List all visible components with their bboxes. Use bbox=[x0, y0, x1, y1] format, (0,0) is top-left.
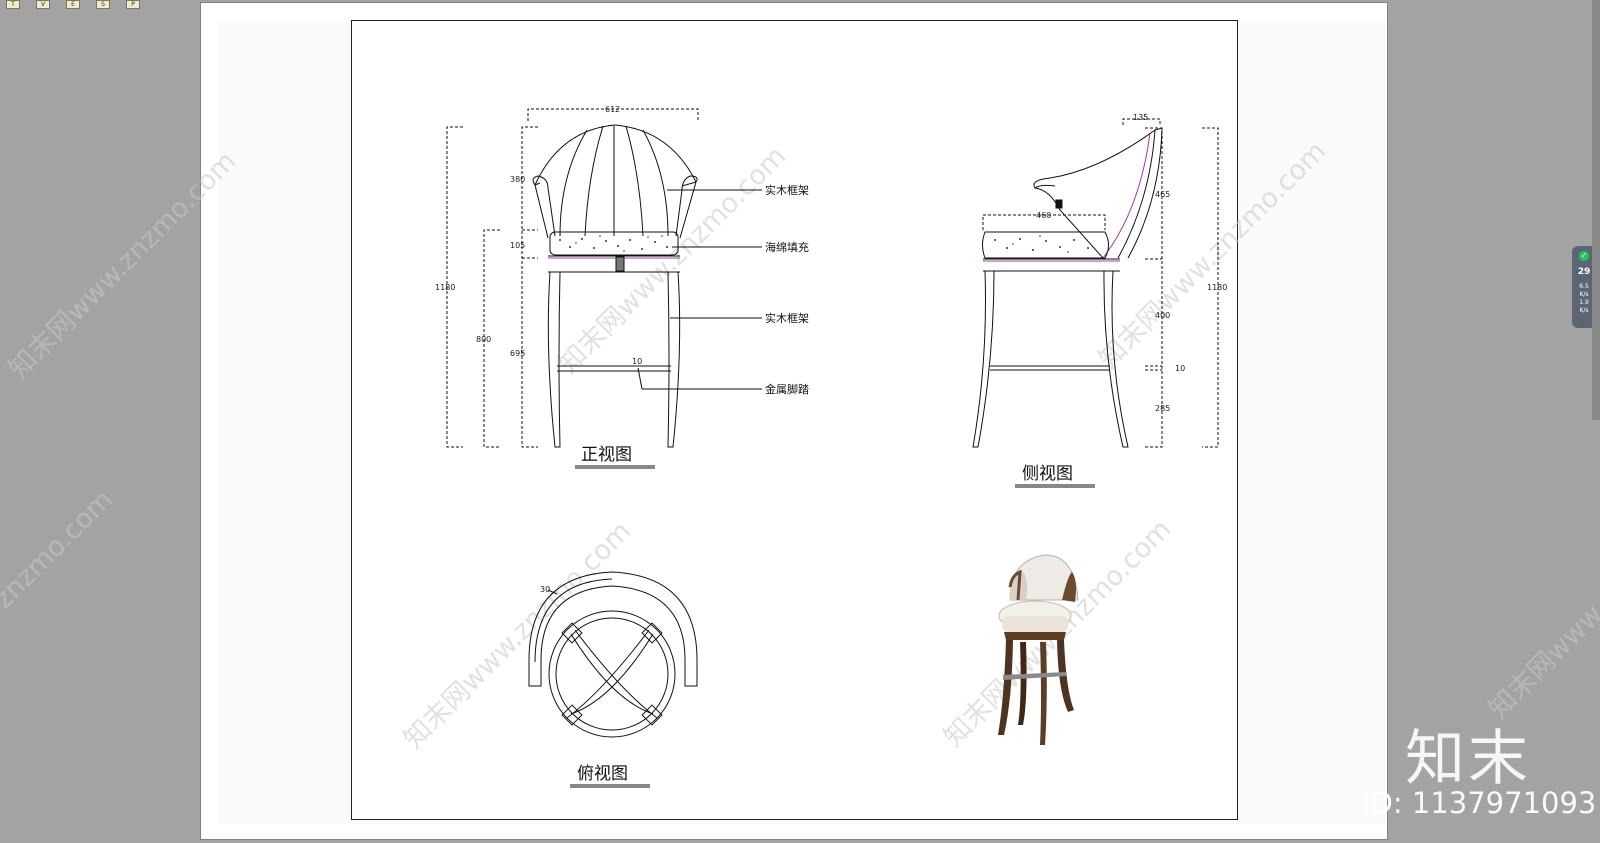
dim-total-side: 1180 bbox=[1207, 283, 1227, 292]
callout-sponge: 海绵填充 bbox=[765, 240, 809, 254]
drawing-sheet bbox=[351, 20, 1238, 820]
tool-button[interactable]: E bbox=[66, 0, 80, 9]
dim-leg: 695 bbox=[510, 349, 525, 358]
dim-bar-side: 10 bbox=[1175, 364, 1185, 373]
foam-texture bbox=[559, 235, 668, 252]
dim-back: 380 bbox=[510, 175, 525, 184]
tool-button[interactable]: S bbox=[96, 0, 110, 9]
front-view-labels: 612 380 105 695 800 1180 10 实木框架 海绵填充 实木… bbox=[435, 105, 809, 465]
top-toolbar: T V E S P bbox=[6, 0, 140, 9]
watermark: 知末网www.znzmo.com bbox=[553, 141, 792, 380]
watermark: 知末网www.znzmo.com bbox=[3, 146, 242, 385]
front-view-title: 正视图 bbox=[581, 445, 632, 465]
upload-speed: 6.5 bbox=[1579, 283, 1589, 290]
dim-bottom-side: 285 bbox=[1155, 404, 1170, 413]
dim-leg-side: 400 bbox=[1155, 311, 1170, 320]
tool-button[interactable]: V bbox=[36, 0, 50, 9]
asset-id: ID: 1137971093 bbox=[1362, 786, 1597, 820]
brand-logo: 知末 bbox=[1405, 724, 1531, 794]
dim-back-side: 465 bbox=[1155, 190, 1170, 199]
side-view bbox=[972, 118, 1219, 488]
callout-frame-upper: 实木框架 bbox=[765, 183, 809, 197]
dim-depth: 460 bbox=[1036, 211, 1051, 220]
speed-unit: K/s bbox=[1579, 291, 1589, 298]
top-view bbox=[528, 571, 698, 788]
watermark: 知末网www.znzmo.com bbox=[398, 516, 637, 755]
widget-value: 29 bbox=[1577, 267, 1591, 277]
vertical-scrollbar[interactable] bbox=[1592, 0, 1600, 420]
check-icon: ✓ bbox=[1579, 251, 1589, 261]
dim-seat-height: 800 bbox=[476, 335, 491, 344]
dim-width: 612 bbox=[605, 105, 620, 114]
top-view-title: 俯视图 bbox=[577, 764, 628, 784]
download-speed: 1.9 bbox=[1579, 299, 1589, 306]
side-view-labels: 135 460 465 400 10 285 1180 侧视图 bbox=[1022, 113, 1227, 484]
chair-render bbox=[998, 554, 1079, 745]
side-view-title: 侧视图 bbox=[1022, 464, 1073, 484]
dim-total: 1180 bbox=[435, 283, 455, 292]
speed-unit: K/s bbox=[1579, 307, 1589, 314]
watermark: 知末网www.znzmo.com bbox=[1483, 486, 1600, 725]
watermarks: 知末网www.znzmo.com 知末网www.znzmo.com 知末网www… bbox=[0, 136, 1600, 755]
tool-button[interactable]: T bbox=[6, 0, 20, 9]
dim-arm: 30 bbox=[540, 585, 550, 594]
foam-texture-side bbox=[994, 235, 1089, 253]
dim-bar: 10 bbox=[632, 357, 642, 366]
dim-seat: 105 bbox=[510, 241, 525, 250]
watermark: znzmo.com bbox=[0, 484, 119, 615]
tool-button[interactable]: P bbox=[126, 0, 140, 9]
dim-top: 135 bbox=[1133, 113, 1148, 122]
top-view-labels: 30 俯视图 bbox=[540, 585, 628, 784]
front-view bbox=[446, 108, 762, 469]
callout-footrest: 金属脚踏 bbox=[765, 382, 809, 396]
callout-frame-lower: 实木框架 bbox=[765, 311, 809, 325]
